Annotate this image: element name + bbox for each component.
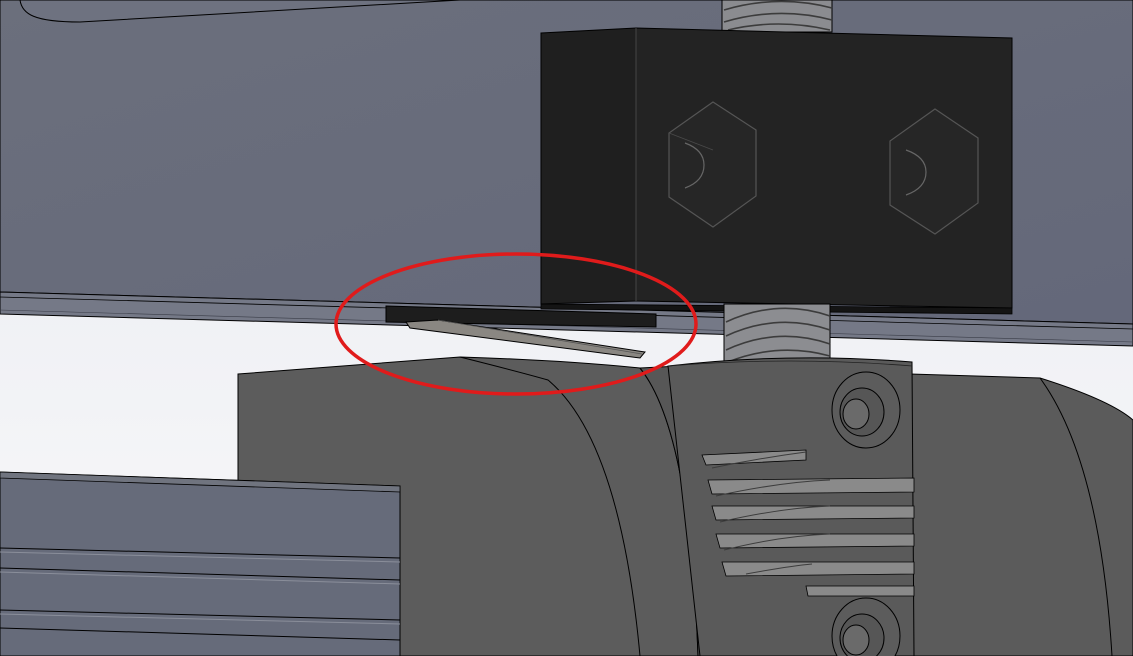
aluminum-extrusion — [0, 471, 401, 656]
hex-nut-left — [668, 101, 757, 228]
top-rod — [19, 0, 461, 23]
clamp-screw-upper — [831, 371, 901, 449]
highlight-ellipse — [334, 252, 698, 396]
nut-block — [540, 27, 1013, 315]
shaft-coupler — [667, 357, 915, 656]
lead-screw-lower — [723, 303, 831, 363]
coupler-slots — [701, 449, 915, 597]
clamp-screw-lower — [831, 597, 901, 656]
lead-screw-upper — [721, 0, 833, 33]
printed-body-right — [909, 373, 1133, 656]
end-stop-lever — [385, 305, 657, 359]
hex-nut-right — [889, 108, 979, 235]
